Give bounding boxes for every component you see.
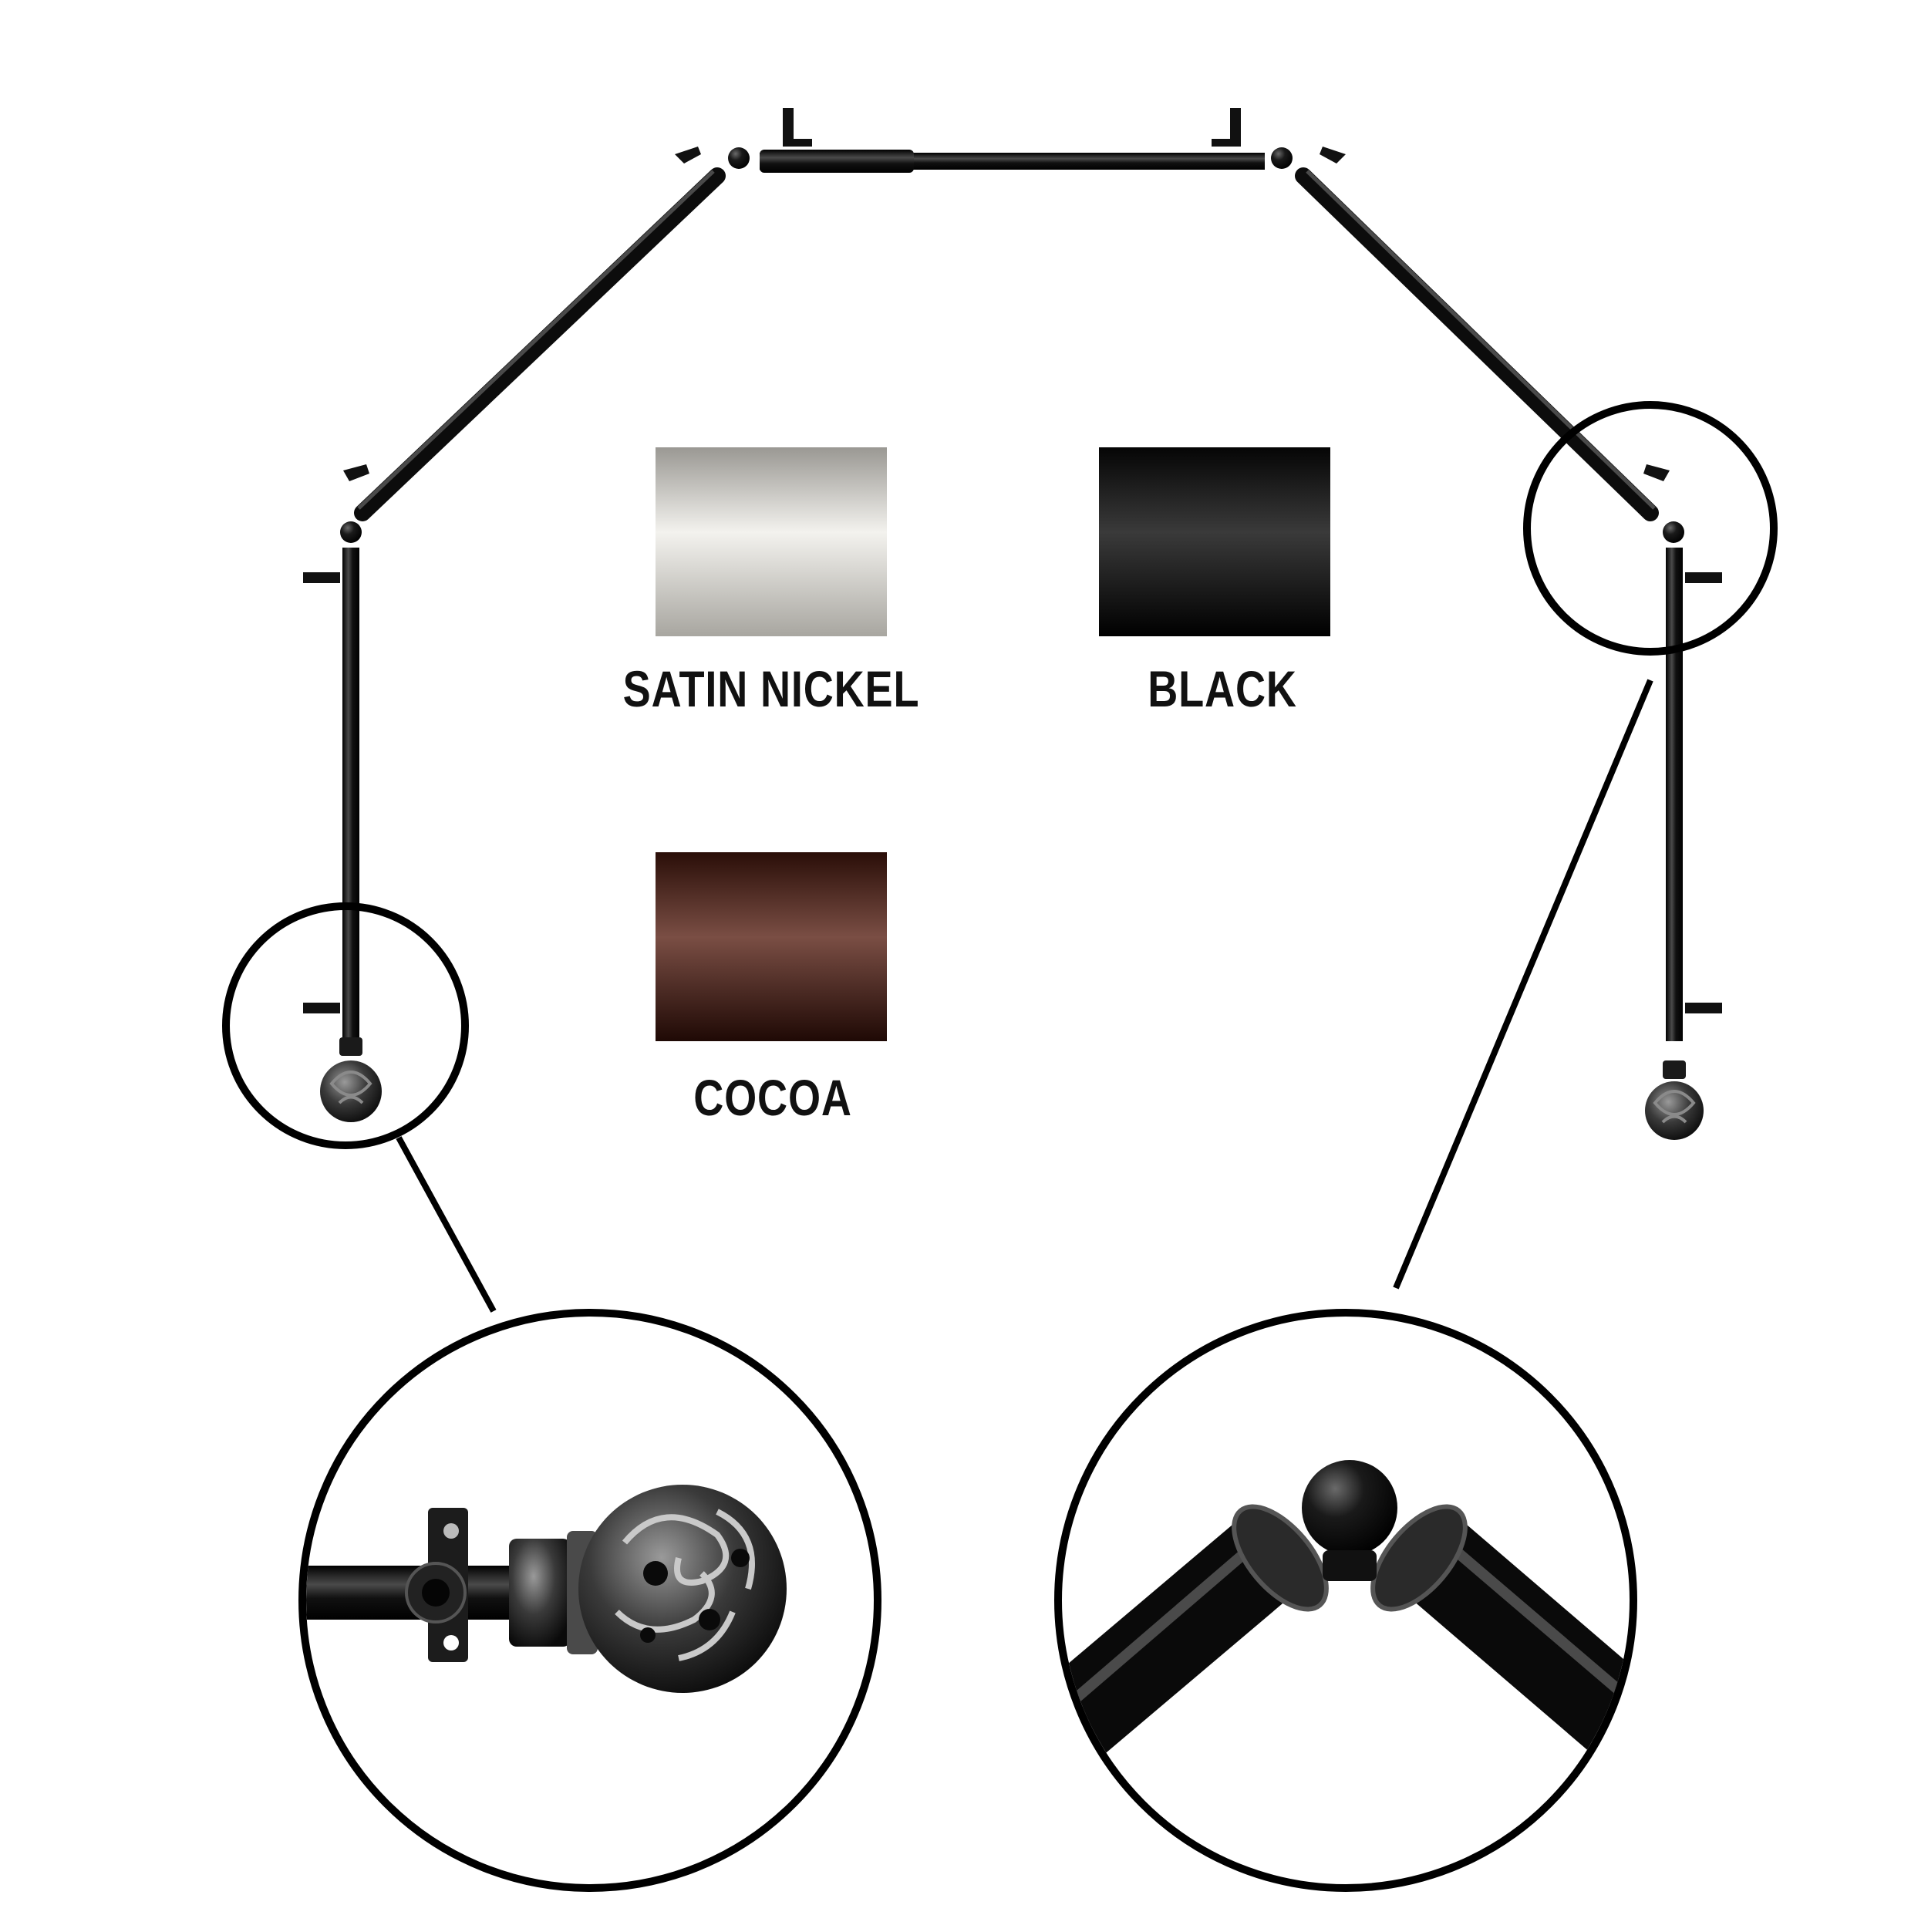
bay-window-rod [303,108,1722,1140]
finial-right [1645,1060,1704,1140]
swatch-label-satin-nickel: SATIN NICKEL [622,660,920,717]
detail-circle-left [298,1309,881,1892]
detail-elbow-closeup [1062,1460,1630,1779]
swatch-label-black: BLACK [1148,660,1297,717]
callout-circle-right-small [1523,401,1778,656]
detail-finial-closeup [306,1485,787,1693]
swatch-cocoa [656,852,887,1041]
detail-circle-right [1054,1309,1637,1892]
callout-line-right [1393,679,1653,1290]
finial-left [320,1037,382,1122]
callout-circle-left-small [222,902,469,1149]
swatch-label-cocoa: COCOA [693,1069,852,1126]
swatch-black [1099,447,1330,636]
callout-line-left [396,1136,497,1313]
swatch-satin-nickel [656,447,887,636]
